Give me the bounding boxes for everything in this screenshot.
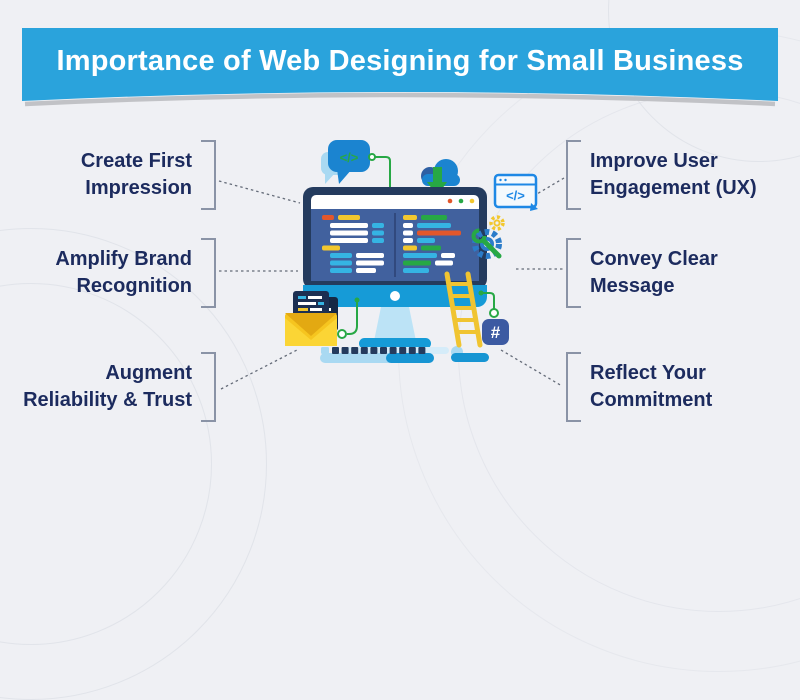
bracket — [566, 238, 581, 308]
label-text: Improve User Engagement (UX) — [590, 148, 792, 203]
hashtag-glyph: # — [491, 323, 501, 342]
label-text: Amplify Brand Recognition — [8, 246, 192, 301]
label-line: Impression — [85, 177, 192, 199]
label-line: Message — [590, 275, 675, 297]
browser-code-glyph: </> — [506, 188, 525, 203]
ladder-icon — [444, 271, 483, 348]
gear-icons — [471, 215, 505, 259]
label-line: Create First — [80, 149, 192, 172]
cursor-icon — [530, 203, 538, 211]
label-amplify-brand-recognition: Amplify Brand Recognition — [8, 238, 216, 308]
label-text: Convey Clear Message — [590, 246, 792, 301]
title-banner: Importance of Web Designing for Small Bu… — [22, 28, 778, 114]
label-line: Recognition — [76, 275, 192, 297]
label-convey-clear-message: Convey Clear Message — [566, 238, 792, 308]
bracket — [566, 352, 581, 422]
label-line: Amplify Brand — [55, 247, 192, 270]
wrench-icon — [471, 228, 502, 259]
bracket — [566, 140, 581, 210]
code-bubble-icon: </> — [321, 140, 370, 184]
browser-window-icon: </> — [493, 173, 538, 211]
connector-line — [500, 349, 563, 387]
connector-line — [218, 180, 301, 204]
keyboard-icon — [320, 347, 434, 363]
label-text: Augment Reliability & Trust — [8, 360, 192, 415]
label-line: Reliability & Trust — [23, 389, 192, 411]
connector-lines — [218, 177, 565, 390]
envelope-connector — [337, 297, 360, 339]
label-line: Engagement (UX) — [590, 177, 757, 199]
envelope-mail-icon — [285, 291, 338, 346]
banner-shape — [22, 28, 778, 107]
banner-background — [22, 28, 778, 101]
hashtag-icon: # — [482, 319, 509, 345]
bracket — [201, 238, 216, 308]
connector-line — [220, 348, 300, 390]
banner-shadow-curve — [24, 92, 776, 107]
mouse-icon — [451, 346, 489, 362]
label-create-first-impression: Create First Impression — [8, 140, 216, 210]
monitor-illustration — [303, 187, 487, 354]
label-line: Improve User — [590, 149, 718, 172]
label-text: Reflect Your Commitment — [590, 360, 792, 415]
label-augment-reliability-trust: Augment Reliability & Trust — [8, 352, 216, 422]
bracket — [201, 352, 216, 422]
code-lines-left — [322, 215, 384, 273]
bracket — [201, 140, 216, 210]
label-line: Reflect Your — [590, 361, 706, 384]
hashtag-connector — [478, 290, 499, 318]
label-text: Create First Impression — [8, 148, 192, 203]
label-line: Commitment — [590, 389, 713, 411]
center-illustration: </> — [218, 140, 565, 390]
label-improve-user-engagement: Improve User Engagement (UX) — [566, 140, 792, 210]
code-glyph: </> — [340, 150, 359, 165]
camera-dot — [390, 291, 400, 301]
label-line: Augment — [105, 361, 192, 384]
page-title: Importance of Web Designing for Small Bu… — [56, 45, 744, 77]
label-reflect-your-commitment: Reflect Your Commitment — [566, 352, 792, 422]
label-line: Convey Clear — [590, 247, 718, 270]
code-lines-right — [403, 215, 461, 273]
